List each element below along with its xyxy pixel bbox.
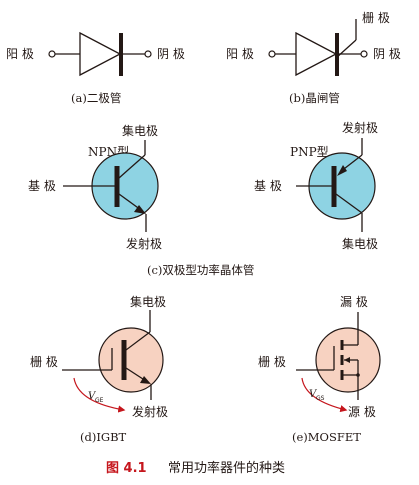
pnp-type-label: PNP型: [290, 145, 329, 159]
thyristor-caption: (b)晶闸管: [289, 91, 340, 105]
npn-emitter-label: 发射极: [126, 236, 162, 251]
igbt-gate-label: 栅 极: [30, 354, 58, 369]
mosfet-vgs-symbol: V: [309, 389, 318, 400]
thyristor-cathode-label: 阴 极: [373, 47, 401, 61]
npn-collector-label: 集电极: [122, 123, 158, 138]
thyristor-gate-lead-d: [335, 39, 357, 59]
igbt-emitter-arrow: [140, 376, 151, 384]
thyristor-cathode-terminal: [360, 50, 368, 58]
npn-base-label: 基 极: [28, 179, 56, 193]
diode-cathode-terminal: [144, 50, 152, 58]
bjt-caption: (c)双极型功率晶体管: [147, 263, 254, 277]
mosfet-drain-label: 漏 极: [340, 295, 368, 309]
pnp-emitter-label: 发射极: [342, 120, 378, 135]
diode-triangle: [79, 31, 122, 77]
pnp-collector-diag: [335, 193, 363, 214]
thyristor-triangle: [295, 31, 338, 77]
mosfet-symbol: 漏 极 栅 极 源 极 V GS (e)MOSFET: [258, 295, 381, 444]
pnp-base-label: 基 极: [254, 179, 282, 193]
igbt-symbol: 集电极 栅 极 发射极 V GE (d)IGBT: [30, 294, 168, 444]
figure-number: 图 4.1: [106, 461, 147, 476]
mosfet-gate-label: 栅 极: [258, 354, 286, 369]
mosfet-caption: (e)MOSFET: [292, 430, 361, 444]
figure-title: 图 4.1 常用功率器件的种类: [106, 460, 285, 476]
thyristor-symbol: 栅 极 阳 极 阴 极 (b)晶闸管: [226, 10, 401, 105]
igbt-emitter-label: 发射极: [132, 404, 168, 419]
npn-collector-diag: [118, 154, 146, 179]
thyristor-anode-label: 阳 极: [226, 47, 254, 61]
igbt-vge-arrow: [73, 377, 126, 413]
pnp-symbol: PNP型 发射极 基 极 集电极: [254, 120, 378, 251]
igbt-vge-subscript: GE: [95, 397, 104, 404]
mosfet-vgs-arrow: [301, 377, 348, 413]
mosfet-vgs-subscript: GS: [316, 395, 325, 402]
thyristor-gate-label: 栅 极: [362, 10, 390, 25]
diode-symbol: 阳 极 阴 极 (a)二极管: [6, 31, 185, 105]
diode-anode-label: 阳 极: [6, 47, 34, 61]
igbt-body: [98, 327, 164, 393]
mosfet-source-label: 源 极: [348, 405, 376, 419]
diode-cathode-label: 阴 极: [157, 47, 185, 61]
thyristor-anode-terminal: [268, 50, 276, 58]
igbt-collector-label: 集电极: [130, 294, 166, 309]
igbt-vge-symbol: V: [88, 391, 97, 402]
npn-symbol: NPN型 集电极 基 极 发射极: [28, 123, 162, 251]
diode-caption: (a)二极管: [71, 91, 121, 105]
npn-emitter-arrow: [134, 205, 146, 214]
mosfet-body-arrow: [344, 357, 350, 363]
pnp-emitter-arrow: [337, 165, 347, 176]
mosfet-source-node: [356, 373, 360, 377]
igbt-collector-diag: [125, 331, 151, 351]
npn-emitter-diag: [118, 193, 142, 211]
igbt-caption: (d)IGBT: [80, 430, 127, 444]
figure-title-text: 常用功率器件的种类: [168, 460, 285, 476]
diode-anode-terminal: [48, 50, 56, 58]
pnp-collector-label: 集电极: [342, 236, 378, 251]
